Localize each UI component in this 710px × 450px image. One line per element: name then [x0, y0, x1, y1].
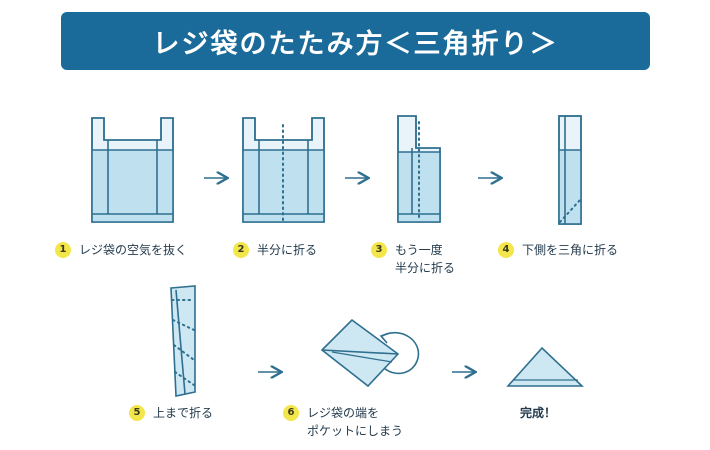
step-2-text: 半分に折る: [257, 243, 318, 257]
step-4-bag-illustration: [558, 115, 582, 225]
step-1-bag-illustration: [91, 117, 174, 223]
completion-label: 完成！: [520, 406, 557, 420]
title-banner: レジ袋のたたみ方＜三角折り＞: [61, 12, 650, 70]
step-1-text: レジ袋の空気を抜く: [79, 243, 188, 257]
step-6-bag-illustration: [320, 318, 420, 388]
step-4-text: 下側を三角に折る: [522, 243, 619, 257]
step-2-number: 2: [233, 242, 249, 258]
step-6-number: 6: [283, 405, 299, 421]
step-5-label: 5 上まで折る: [129, 404, 213, 422]
step-5-text: 上まで折る: [153, 406, 214, 420]
step-3-text: もう一度 半分に折る: [395, 243, 456, 275]
step-1-label: 1 レジ袋の空気を抜く: [55, 241, 187, 259]
step-5-bag-illustration: [170, 285, 196, 397]
page-title: レジ袋のたたみ方＜三角折り＞: [152, 28, 559, 60]
step-2-label: 2 半分に折る: [233, 241, 317, 259]
step-4-label: 4 下側を三角に折る: [498, 241, 618, 259]
step-3-bag-illustration: [397, 115, 441, 223]
step-2-bag-illustration: [242, 117, 325, 223]
step-5-number: 5: [129, 405, 145, 421]
step-1-number: 1: [55, 242, 71, 258]
final-triangle-illustration: [506, 346, 585, 387]
step-6-label: 6 レジ袋の端を ポケットにしまう: [283, 404, 403, 440]
step-3-label: 3 もう一度 半分に折る: [371, 241, 455, 277]
step-6-text: レジ袋の端を ポケットにしまう: [307, 406, 404, 438]
step-4-number: 4: [498, 242, 514, 258]
step-3-number: 3: [371, 242, 387, 258]
